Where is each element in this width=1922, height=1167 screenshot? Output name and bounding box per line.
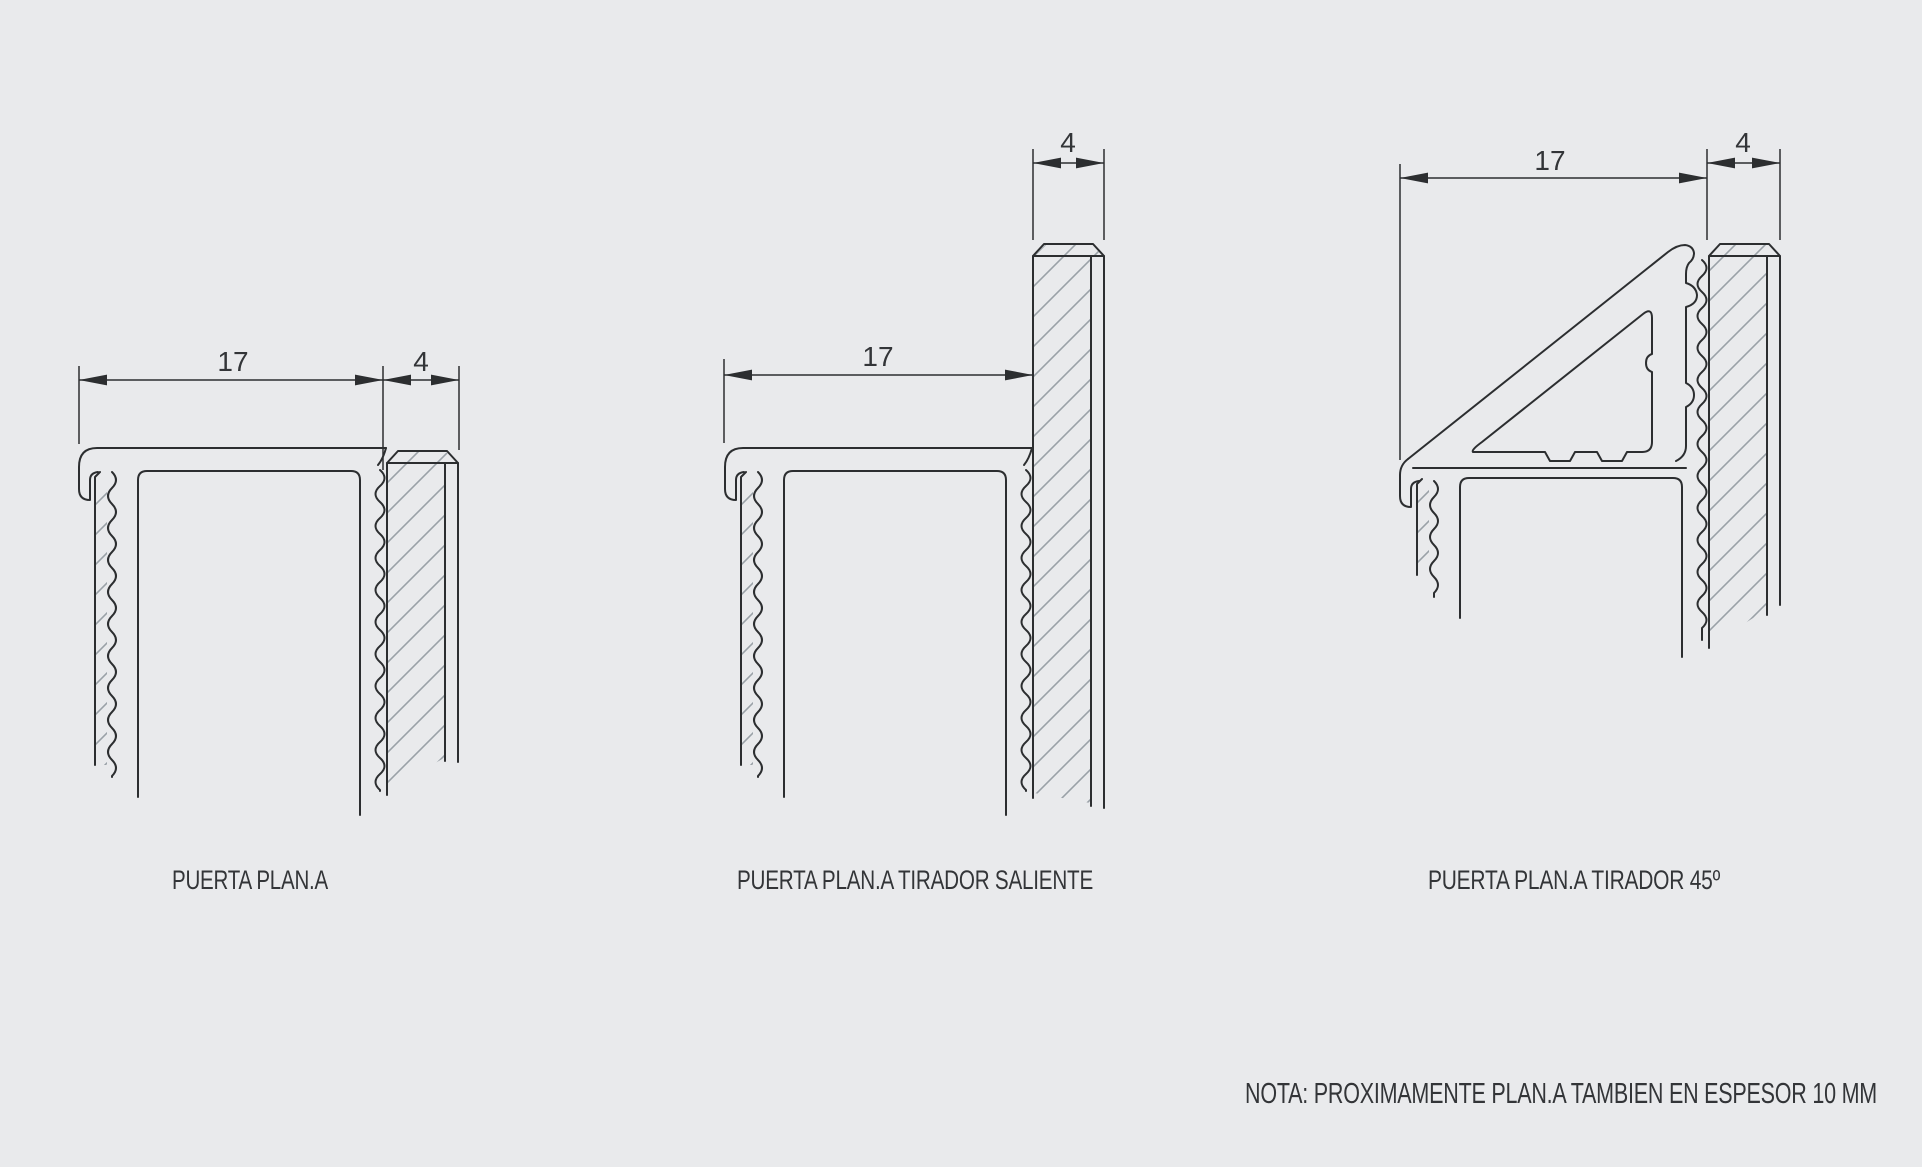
arrowhead xyxy=(1400,172,1428,184)
arrowhead xyxy=(79,374,107,386)
figure-tirador-saliente: 17 4 PUERTA PLAN.A TIRADOR SALIENTE xyxy=(723,127,1105,895)
inner-cavity xyxy=(1459,477,1683,658)
panel-outline xyxy=(386,450,459,796)
figure-2-label: PUERTA PLAN.A TIRADOR SALIENTE xyxy=(737,865,1093,895)
arrowhead xyxy=(383,374,411,386)
dim-profile-width: 17 xyxy=(217,346,248,377)
dim-panel-thickness: 4 xyxy=(413,346,429,377)
channel-profile-short xyxy=(1416,259,1708,658)
handle-45-profile xyxy=(1399,244,1698,508)
panel-4mm-protruding xyxy=(1032,243,1105,809)
figure-3-label: PUERTA PLAN.A TIRADOR 45º xyxy=(1428,865,1720,895)
figure-puerta-plana: 17 4 PUERTA PLAN.A xyxy=(78,346,460,895)
arrowhead xyxy=(724,369,752,381)
arrowhead xyxy=(1679,172,1707,184)
panel-4mm xyxy=(1708,243,1781,649)
handle-left-tip-hook xyxy=(1399,458,1420,508)
arrowhead xyxy=(355,374,383,386)
note-text: NOTA: PROXIMAMENTE PLAN.A TAMBIEN EN ESP… xyxy=(1245,1078,1877,1110)
handle-inner-cutout xyxy=(1471,310,1653,462)
panel-core-hatch xyxy=(388,464,444,790)
arrowhead xyxy=(1033,157,1061,169)
figure-tirador-45: 17 4 PUERTA PLAN.A TIRADOR 45º xyxy=(1399,127,1781,895)
arrowhead xyxy=(1005,369,1033,381)
panel-top-edge-hatch xyxy=(1711,245,1778,255)
figure-1-label: PUERTA PLAN.A xyxy=(172,865,328,895)
left-slot-panel-edge xyxy=(1416,478,1423,576)
panel-top-edge-hatch xyxy=(389,452,456,462)
dim-panel-thickness: 4 xyxy=(1735,127,1751,158)
panel-4mm xyxy=(386,450,459,796)
panel-outline xyxy=(1708,243,1781,649)
dim-profile-width: 17 xyxy=(862,341,893,372)
left-slot-panel-hatch xyxy=(1417,482,1429,575)
arrowhead xyxy=(1707,157,1735,169)
panel-outline xyxy=(1032,243,1105,809)
handle-outer-edge xyxy=(1407,244,1698,462)
arrowhead xyxy=(1076,157,1104,169)
left-serration xyxy=(1429,480,1439,598)
dimensions-figure-2: 17 4 xyxy=(723,127,1105,443)
right-serration xyxy=(1696,259,1708,641)
arrowhead xyxy=(431,374,459,386)
panel-top-edge-hatch xyxy=(1035,245,1102,255)
panel-core-hatch xyxy=(1034,257,1090,803)
dimensions-figure-1: 17 4 xyxy=(78,346,460,470)
dimensions-figure-3: 17 4 xyxy=(1399,127,1781,460)
dim-profile-width: 17 xyxy=(1534,145,1565,176)
arrowhead xyxy=(1752,157,1780,169)
dim-panel-thickness: 4 xyxy=(1060,127,1076,158)
panel-core-hatch xyxy=(1710,257,1766,645)
